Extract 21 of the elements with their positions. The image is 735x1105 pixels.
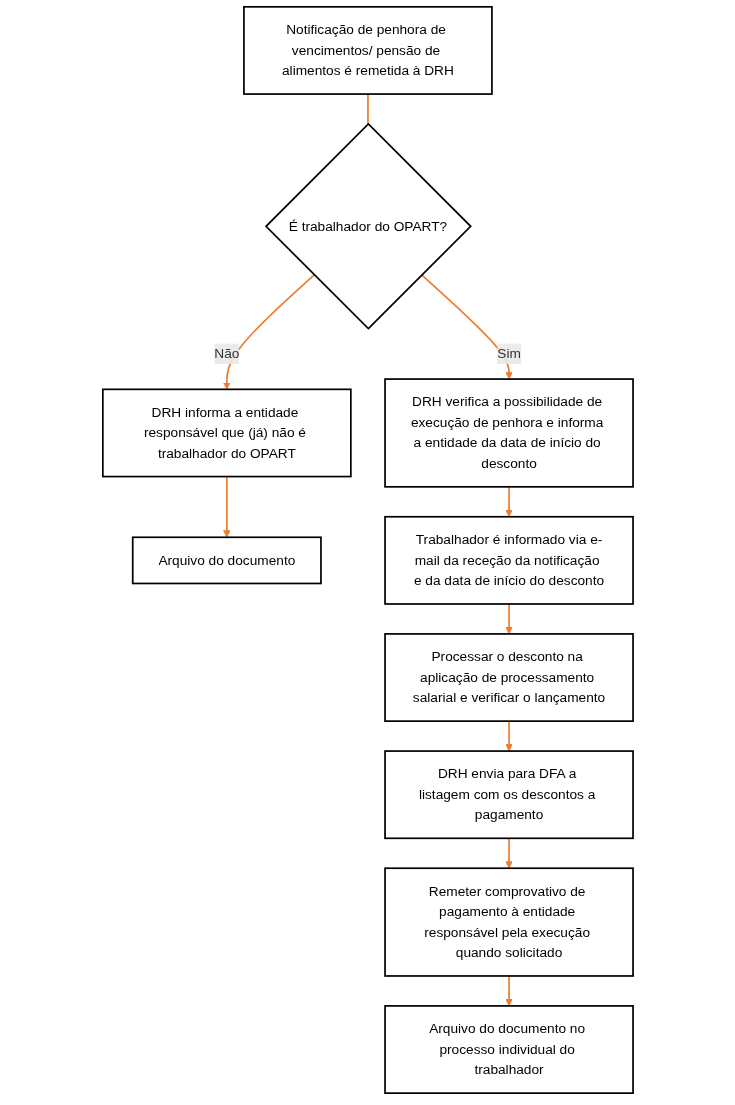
arrow	[504, 485, 513, 518]
node-box: Arquivo do documento no processo individual do trabalhador	[383, 1005, 634, 1094]
arrow	[222, 475, 231, 538]
node-box: Notificação de penhora de vencimentos/ pensão de alimentos é remetida à DRH	[242, 6, 493, 95]
arrow	[504, 975, 513, 1007]
node-box: Processar o desconto na aplicação de processamento salarial e verificar o lançamento	[383, 633, 634, 722]
connector	[366, 93, 369, 125]
node-box: DRH informa a entidade responsável que (já) não é trabalhador do OPART	[101, 388, 352, 478]
node-box: DRH envia para DFA a listagem com os descontos a pagamento	[383, 750, 634, 840]
node-box: Trabalhador é informado via e-mail da receção da notificação e da data de início do desconto	[383, 515, 634, 605]
edge-label: Sim	[496, 346, 521, 361]
arrow	[222, 274, 315, 390]
node-diamond: É trabalhador do OPART?	[264, 122, 472, 330]
edge-label: Não	[213, 346, 239, 361]
arrow	[504, 720, 513, 752]
node-box: Arquivo do documento	[131, 536, 322, 585]
arrow	[504, 603, 513, 635]
arrow	[420, 274, 513, 380]
arrow	[504, 837, 513, 869]
node-box: Remeter comprovativo de pagamento à entidade responsável pela execução quando solicitado	[383, 867, 634, 977]
node-box: DRH verifica a possibilidade de execução de penhora e informa a entidade da data de início do desconto	[383, 378, 634, 488]
